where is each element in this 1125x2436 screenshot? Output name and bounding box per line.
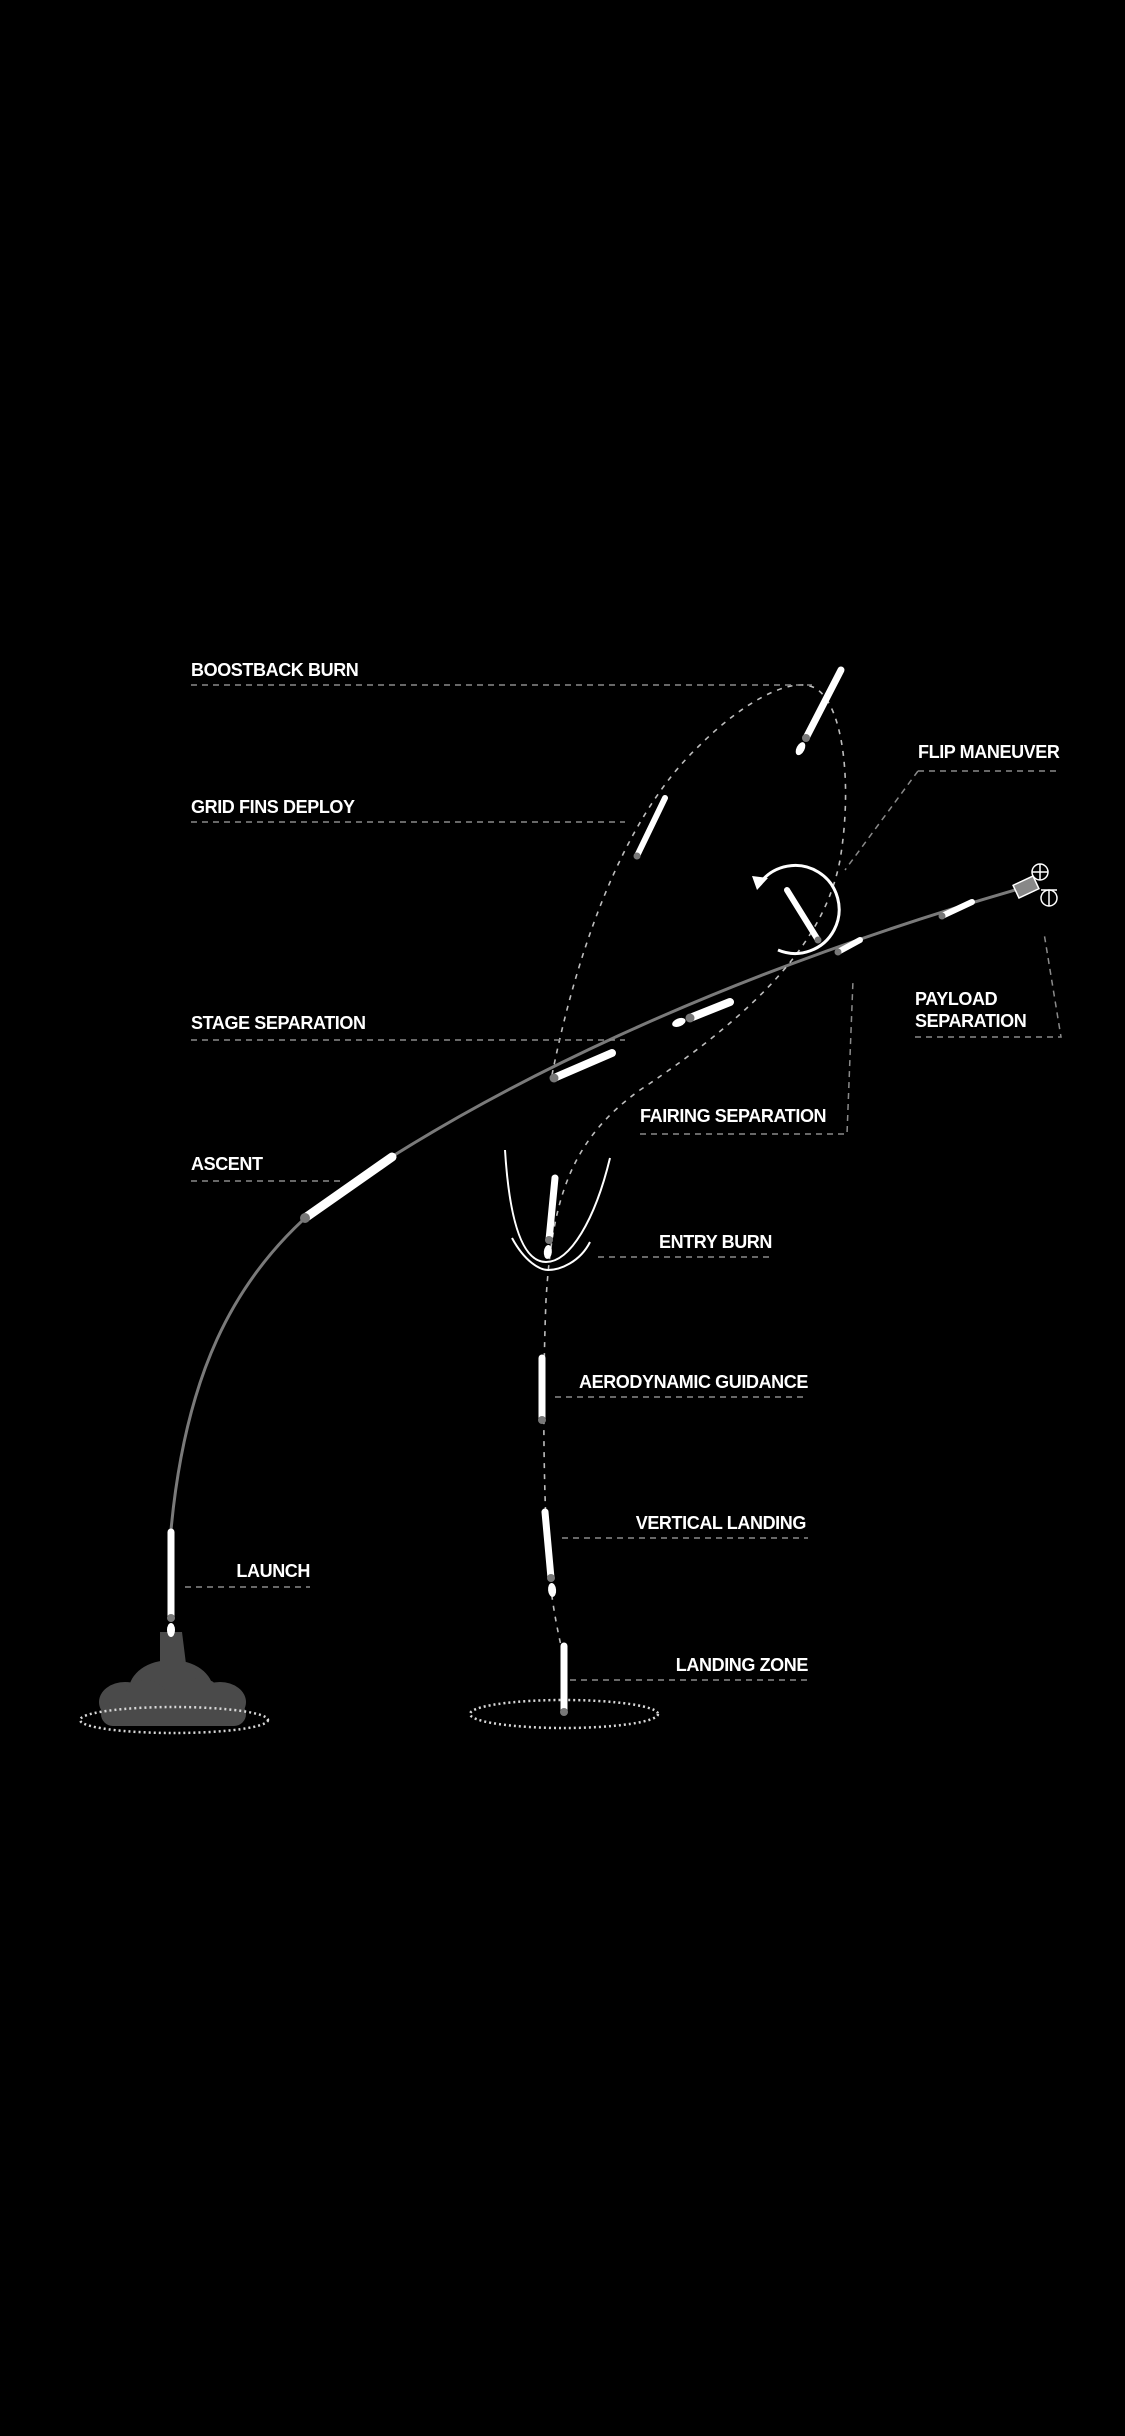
flip-rocket: [784, 887, 822, 944]
label-aerodynamic-guidance: AERODYNAMIC GUIDANCE: [579, 1372, 808, 1392]
launch-rocket: [167, 1528, 175, 1637]
upper-stage-rocket: [938, 899, 975, 920]
vertical-landing-rocket: [541, 1508, 557, 1597]
stage-separation-first-stage: [549, 1049, 616, 1083]
landed-rocket: [560, 1642, 568, 1716]
boostback-rocket: [795, 666, 845, 756]
booster-return-trajectory: [543, 684, 847, 1661]
ascent-rocket: [300, 1152, 397, 1223]
second-stage-rocket: [672, 998, 734, 1027]
flip-rotation-arrow-icon: [758, 864, 841, 955]
label-vertical-landing: VERTICAL LANDING: [636, 1513, 806, 1533]
label-entry-burn: ENTRY BURN: [659, 1232, 772, 1252]
label-fairing-separation: FAIRING SEPARATION: [640, 1106, 826, 1126]
label-stage-separation: STAGE SEPARATION: [191, 1013, 366, 1033]
payload-satellite-icon: [1012, 863, 1058, 907]
flip-arrow-head: [752, 876, 768, 890]
entry-burn-shock-inner: [511, 1237, 591, 1272]
label-payload-separation-line2: SEPARATION: [915, 1011, 1026, 1031]
label-payload-separation-line1: PAYLOAD: [915, 989, 998, 1009]
label-grid-fins-deploy: GRID FINS DEPLOY: [191, 797, 355, 817]
label-launch: LAUNCH: [236, 1561, 310, 1581]
launch-pad-marker: [78, 1705, 270, 1735]
fairing-separation-stage: [834, 937, 863, 956]
entry-burn-shock-outer: [504, 1149, 611, 1264]
label-landing-zone: LANDING ZONE: [676, 1655, 809, 1675]
label-flip-maneuver: FLIP MANEUVER: [918, 742, 1060, 762]
leader-lines: [185, 684, 1062, 1681]
grid-fins-rocket: [633, 795, 668, 860]
entry-burn-rocket: [543, 1174, 559, 1259]
label-boostback-burn: BOOSTBACK BURN: [191, 660, 358, 680]
label-ascent: ASCENT: [191, 1154, 263, 1174]
aerodynamic-guidance-rocket: [538, 1354, 546, 1424]
